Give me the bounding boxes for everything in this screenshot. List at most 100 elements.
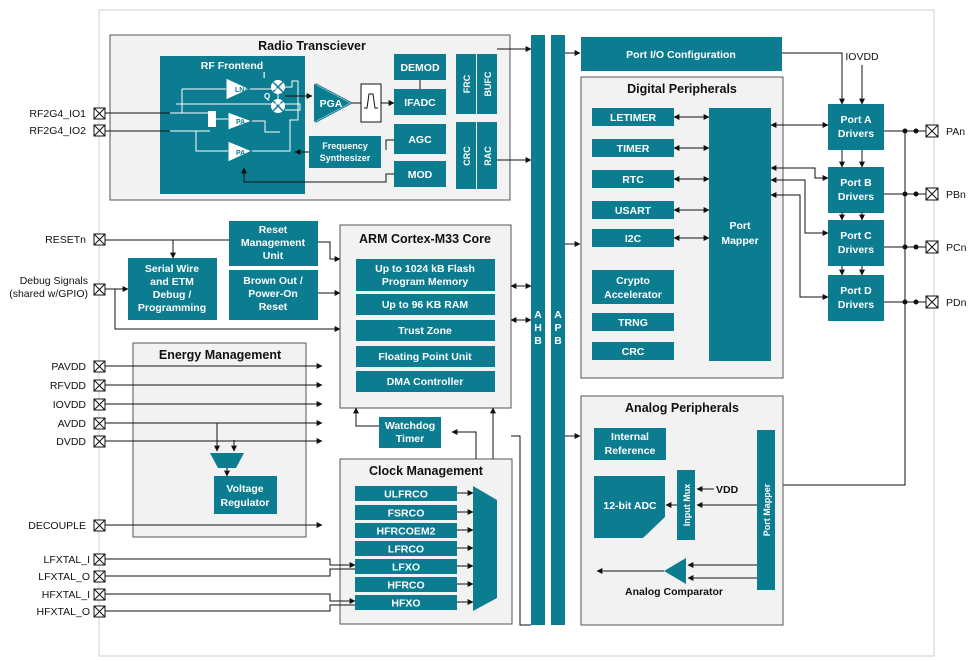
watchdog-timer [379, 417, 441, 448]
ram-label: Up to 96 KB RAM [382, 299, 469, 311]
frc-label: FRC [462, 74, 472, 93]
clock-title: Clock Management [369, 464, 484, 478]
clock-mux [473, 486, 497, 611]
switch [208, 111, 216, 127]
clock-lfxo [355, 559, 457, 574]
flash-memory [356, 259, 495, 291]
agc-label: AGC [408, 134, 432, 146]
clock-management: Clock Management ULFRCOFSRCOHFRCOEM2LFRC… [339, 458, 513, 625]
internal-ref-label-2: Reference [605, 445, 656, 457]
rmu-label-1: Reset [259, 224, 288, 236]
digital-item-label: USART [615, 205, 652, 217]
bor-label-2: Power-On [248, 288, 298, 300]
clock-item-label: FSRCO [388, 508, 425, 520]
reset-management-unit [229, 221, 318, 266]
pin-label: PBn [946, 189, 966, 201]
radio-transceiver: Radio Transciever RF Frontend LNA PA PA … [109, 34, 511, 201]
digital-peripherals: Digital Peripherals LETIMERTIMERRTCUSART… [580, 76, 784, 379]
power-pin-label: PAVDD [51, 361, 86, 373]
port-a-drivers [828, 104, 884, 150]
crc-digital-block [592, 342, 674, 360]
crypto-accelerator [592, 270, 674, 304]
demod-block [394, 54, 446, 80]
crc-digital-label: CRC [622, 346, 645, 358]
clock-item-label: HFRCO [387, 580, 424, 592]
demod-label: DEMOD [400, 62, 440, 74]
rac-label: RAC [483, 146, 493, 166]
clock-item-label: HFRCOEM2 [377, 526, 436, 538]
xtal-pin-label: HFXTAL_I [42, 589, 90, 601]
rf-io2-label: RF2G4_IO2 [29, 125, 86, 137]
power-pin-label: AVDD [58, 418, 87, 430]
port-b-drivers [828, 167, 884, 213]
pin-label: PDn [946, 297, 967, 309]
driver-label-2: Drivers [838, 244, 874, 256]
lna-label: LNA [235, 87, 249, 94]
xtal-pin-label: LFXTAL_I [44, 554, 91, 566]
rmu-label-3: Unit [263, 250, 284, 262]
trust-zone [356, 320, 495, 341]
flash-label-1: Up to 1024 kB Flash [375, 263, 475, 275]
regulator-label-1: Voltage [226, 483, 263, 495]
analog-port-mapper [757, 430, 775, 590]
clock-ulfrco [355, 486, 457, 501]
clock-fsrco [355, 505, 457, 520]
clock-hfrco [355, 577, 457, 592]
energy-management: Energy Management Voltage Regulator [132, 342, 307, 538]
crc-radio-label: CRC [462, 146, 472, 166]
ifadc-block [394, 89, 446, 115]
trng-block [592, 313, 674, 331]
pin-label: PCn [946, 242, 967, 254]
driver-label-2: Drivers [838, 191, 874, 203]
rf-io1-label: RF2G4_IO1 [29, 108, 86, 120]
swd-label-2: and ETM [150, 276, 194, 288]
clock-item-label: HFXO [391, 598, 420, 610]
crypto-label-2: Accelerator [604, 289, 662, 301]
driver-label-2: Drivers [838, 299, 874, 311]
brown-out-reset [229, 270, 318, 320]
clock-hfxo [355, 595, 457, 610]
swd-label-1: Serial Wire [145, 263, 199, 275]
fpu-label: Floating Point Unit [378, 351, 472, 363]
internal-ref-label-1: Internal [611, 431, 649, 443]
freq-synth-label-2: Synthesizer [320, 153, 371, 163]
adc-label: 12-bit ADC [603, 500, 657, 512]
crc-radio-block [456, 122, 476, 189]
frc-block [456, 54, 476, 114]
port-d-drivers [828, 275, 884, 321]
arm-core: ARM Cortex-M33 Core Up to 1024 kB Flash … [339, 224, 532, 409]
driver-label-1: Port D [840, 285, 872, 297]
trng-label: TRNG [618, 317, 648, 329]
debug-label-2: (shared w/GPIO) [9, 288, 88, 300]
core-title: ARM Cortex-M33 Core [359, 232, 491, 246]
bufc-block [477, 54, 497, 114]
q-label: Q [264, 92, 270, 101]
trust-zone-label: Trust Zone [398, 325, 452, 337]
agc-block [394, 124, 446, 154]
input-mux-label: Input Mux [682, 484, 692, 527]
apb-label-b: B [554, 335, 562, 347]
frequency-synthesizer [309, 136, 381, 168]
power-pin-label: RFVDD [50, 380, 87, 392]
bufc-label: BUFC [483, 71, 493, 96]
digital-item-i2c [592, 229, 674, 247]
port-io-label: Port I/O Configuration [626, 49, 736, 61]
ram-block [356, 294, 495, 315]
digital-item-label: I2C [625, 233, 642, 245]
analog-port-mapper-label: Port Mapper [762, 483, 772, 536]
iovdd-top-label: IOVDD [845, 51, 879, 63]
apb-label-a: A [554, 309, 562, 321]
dma-controller [356, 371, 495, 392]
digital-item-label: RTC [622, 174, 644, 186]
apb-bus [551, 35, 565, 625]
flash-label-2: Program Memory [382, 276, 469, 288]
pa-label-2: PA [236, 150, 245, 157]
xtal-pin-label: HFXTAL_O [37, 606, 90, 618]
input-mux [677, 470, 695, 540]
outer-frame [98, 9, 935, 657]
swd-label-4: Programming [138, 302, 206, 314]
power-pin-label: IOVDD [53, 399, 87, 411]
radio-title: Radio Transciever [258, 39, 366, 53]
